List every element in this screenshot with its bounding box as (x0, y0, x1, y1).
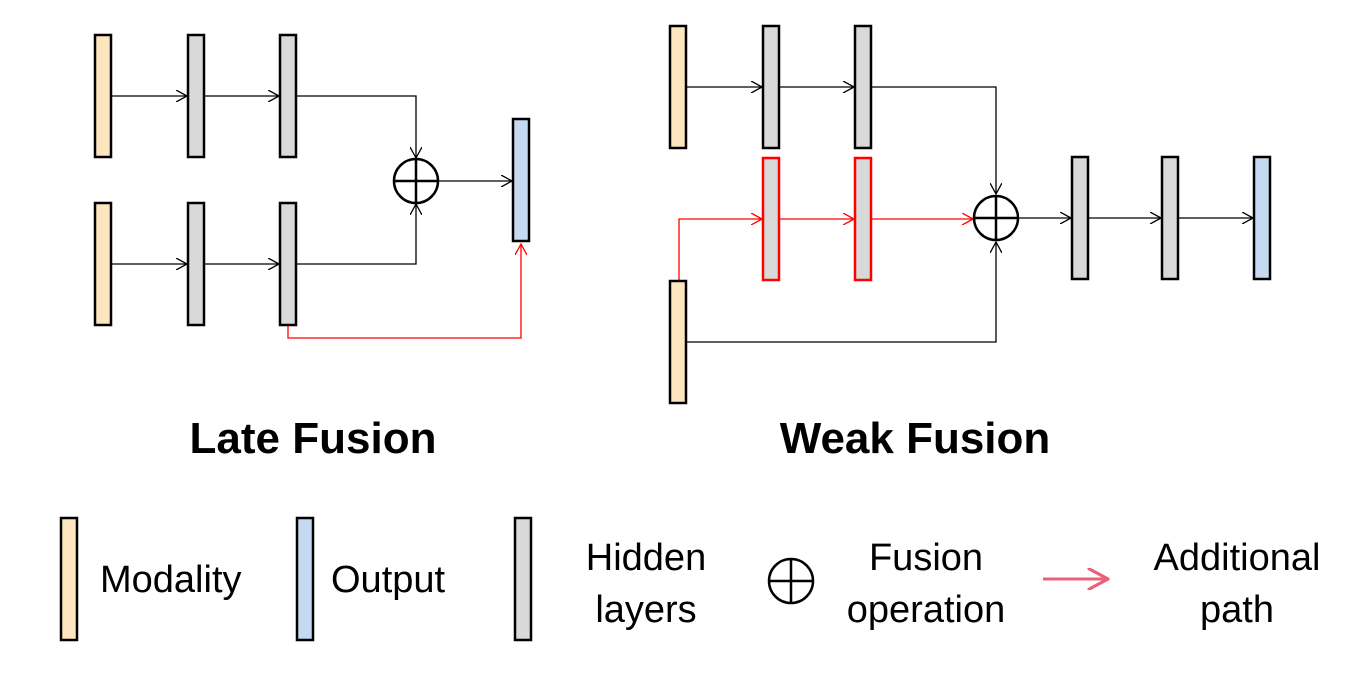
weak-fusion-diagram: Weak Fusion (668, 24, 1272, 463)
additional-path-arrow (287, 244, 521, 339)
legend-label-output: Output (331, 559, 446, 601)
output-swatch (295, 516, 315, 642)
legend-item-fusion-operation: Fusion operation (767, 537, 1005, 631)
legend-label-additional-line1: Additional (1154, 537, 1321, 579)
hidden-layer-block (186, 33, 206, 159)
connection-arrow (871, 86, 996, 194)
legend-item-modality: Modality (59, 516, 242, 642)
hidden-layer-swatch (513, 516, 533, 642)
fusion-operation-icon (767, 557, 815, 605)
additional-path-arrow (678, 219, 762, 280)
hidden-layer-block (1160, 155, 1180, 281)
output-block (1252, 155, 1272, 281)
connection-arrow (296, 95, 416, 158)
modality-block (93, 33, 113, 159)
hidden-layer-block (186, 201, 206, 327)
legend-item-output: Output (295, 516, 446, 642)
weak-fusion-title: Weak Fusion (780, 414, 1051, 463)
legend-label-fusion-line2: operation (847, 589, 1005, 631)
legend-item-hidden-layers: Hidden layers (513, 516, 706, 642)
fusion-operation-icon (972, 194, 1020, 242)
modality-block (668, 279, 688, 405)
additional-hidden-layer-block (853, 156, 873, 282)
legend-label-fusion-line1: Fusion (869, 537, 983, 579)
connection-arrow (296, 204, 416, 265)
late-fusion-title: Late Fusion (190, 414, 437, 463)
hidden-layer-block (1070, 155, 1090, 281)
hidden-layer-block (278, 33, 298, 159)
connection-arrow (686, 242, 996, 343)
hidden-layer-block (761, 24, 781, 150)
legend-label-modality: Modality (100, 559, 242, 601)
hidden-layer-block (278, 201, 298, 327)
modality-block (668, 24, 688, 150)
modality-block (93, 201, 113, 327)
legend-label-hidden-line1: Hidden (586, 537, 706, 579)
legend-label-additional-line2: path (1200, 589, 1274, 631)
modality-swatch (59, 516, 79, 642)
additional-hidden-layer-block (761, 156, 781, 282)
fusion-operation-icon (392, 157, 440, 205)
hidden-layer-block (853, 24, 873, 150)
output-block (511, 117, 531, 243)
legend: Modality Output Hidden layers Fusion ope… (59, 516, 1320, 642)
legend-item-additional-path: Additional path (1043, 537, 1320, 631)
late-fusion-diagram: Late Fusion (93, 33, 531, 463)
legend-label-hidden-line2: layers (595, 589, 696, 631)
